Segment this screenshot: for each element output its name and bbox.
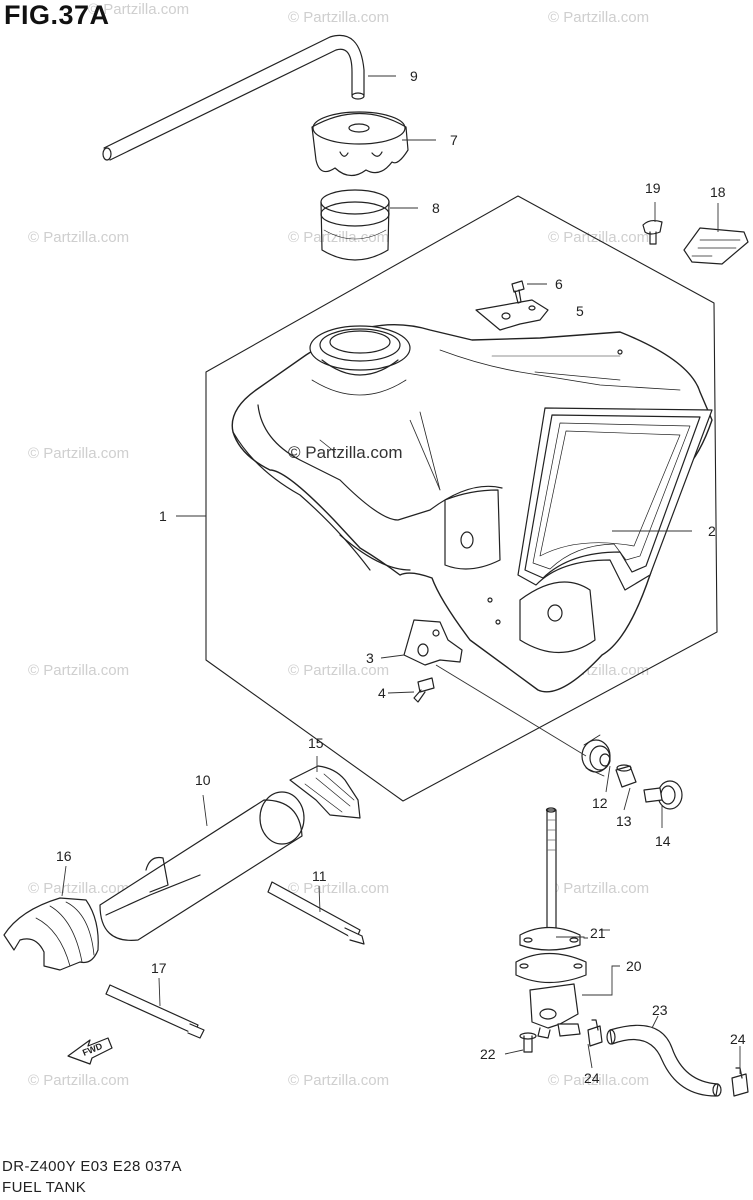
callout-label[interactable]: 16: [56, 848, 72, 864]
callout-label[interactable]: 9: [410, 68, 418, 84]
forward-arrow-icon: [67, 1037, 113, 1065]
watermark-text: © Partzilla.com: [288, 229, 389, 246]
callout-layer: 1 2 3 4 5 6 7 8 9 10 11 12 13 14 15 16 1…: [56, 68, 746, 1086]
watermark-text: © Partzilla.com: [548, 9, 649, 26]
callout-label[interactable]: 6: [555, 276, 563, 292]
callout-label[interactable]: 24: [730, 1031, 746, 1047]
fuel-tank-part: [231, 324, 713, 693]
callout-label[interactable]: 2: [708, 523, 716, 539]
watermark-text: © Partzilla.com: [288, 1072, 389, 1089]
watermark-text: © Partzilla.com: [28, 662, 129, 679]
watermark-text: © Partzilla.com: [28, 1072, 129, 1089]
callout-label[interactable]: 22: [480, 1046, 496, 1062]
callout-label[interactable]: 15: [308, 735, 324, 751]
watermark-text: © Partzilla.com: [548, 880, 649, 897]
clip-part: [683, 227, 749, 265]
breather-hose-part: [102, 34, 365, 161]
callout-label[interactable]: 23: [652, 1002, 668, 1018]
leader-lines: [61, 75, 741, 1074]
bolt-part: [511, 280, 525, 304]
callout-label[interactable]: 12: [592, 795, 608, 811]
callout-label[interactable]: 13: [616, 813, 632, 829]
fuel-strainer-part: [320, 189, 390, 261]
watermark-text: © Partzilla.com: [28, 880, 129, 897]
callout-label[interactable]: 3: [366, 650, 374, 666]
watermark-text: © Partzilla.com: [548, 1072, 649, 1089]
watermark-text: © Partzilla.com: [288, 9, 389, 26]
callout-label[interactable]: 21: [590, 925, 606, 941]
callout-label[interactable]: 10: [195, 772, 211, 788]
bracket-part: [475, 299, 549, 331]
cushion-part: [581, 734, 611, 777]
assembly-outline: [205, 195, 718, 802]
watermark-center-text: © Partzilla.com: [288, 443, 403, 462]
callout-label[interactable]: 17: [151, 960, 167, 976]
section-title: FUEL TANK: [2, 1179, 87, 1196]
clamp-part: [587, 1019, 603, 1047]
callout-label[interactable]: 1: [159, 508, 167, 524]
watermark-text: © Partzilla.com: [548, 229, 649, 246]
watermark-text: © Partzilla.com: [88, 1, 189, 18]
callout-label[interactable]: 4: [378, 685, 386, 701]
collar-part: [615, 764, 637, 788]
bracket-part: [403, 619, 463, 666]
band-part: [105, 984, 205, 1039]
callout-label[interactable]: 18: [710, 184, 726, 200]
tank-cover-part: [99, 791, 305, 941]
bolt-part: [413, 677, 435, 703]
watermark-text: © Partzilla.com: [288, 662, 389, 679]
callout-label[interactable]: 14: [655, 833, 671, 849]
screw-part: [519, 1032, 537, 1053]
cushion-part: [3, 897, 99, 971]
watermark-text: © Partzilla.com: [288, 880, 389, 897]
fuel-hose-part: [606, 1024, 722, 1097]
fuel-cock-part: [515, 807, 587, 1039]
figure-title: FIG.37A: [4, 0, 110, 30]
cushion-part: [289, 765, 361, 819]
callout-label[interactable]: 8: [432, 200, 440, 216]
callout-label[interactable]: 19: [645, 180, 661, 196]
callout-label[interactable]: 7: [450, 132, 458, 148]
callout-label[interactable]: 5: [576, 303, 584, 319]
bolt-part: [642, 219, 663, 245]
watermark-text: © Partzilla.com: [28, 445, 129, 462]
band-part: [267, 881, 365, 945]
fuel-cap-part: [311, 111, 409, 177]
model-line: DR-Z400Y E03 E28 037A: [2, 1158, 182, 1175]
bolt-part: [643, 780, 683, 810]
callout-label[interactable]: 24: [584, 1070, 600, 1086]
callout-label[interactable]: 11: [312, 868, 327, 884]
watermark-text: © Partzilla.com: [28, 229, 129, 246]
callout-label[interactable]: 20: [626, 958, 642, 974]
